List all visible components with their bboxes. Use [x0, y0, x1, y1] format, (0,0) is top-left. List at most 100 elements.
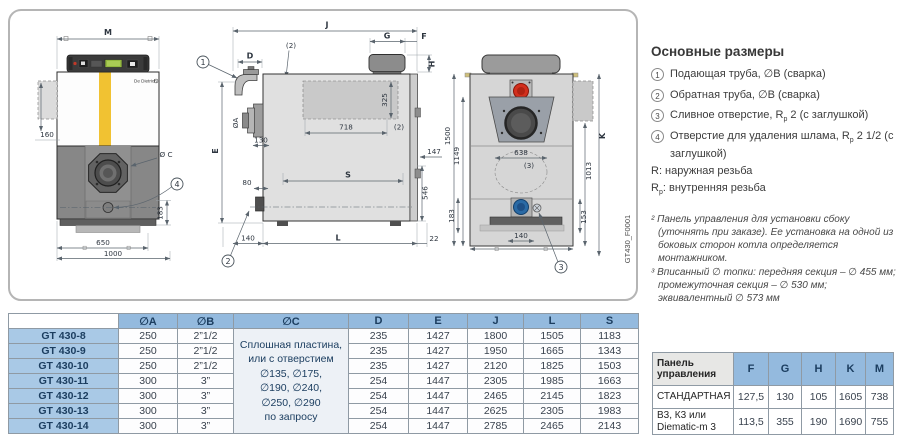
header-J: J — [467, 313, 524, 329]
header-K: K — [835, 352, 866, 386]
dim-140-rear: 140 — [514, 231, 528, 240]
header-M: M — [865, 352, 894, 386]
panel-type-cell: СТАНДАРТНАЯ — [652, 385, 734, 409]
dim-oA: ØA — [231, 118, 240, 129]
dim-160: 160 — [40, 130, 54, 139]
legend-item-3: 3 Сливное отверстие, Rp 2 (с заглушкой) — [651, 109, 897, 127]
header-D: D — [348, 313, 409, 329]
side-view: J G F H 1 D (2) — [196, 21, 442, 268]
dim-K: K — [598, 132, 607, 139]
callout-3 — [554, 260, 568, 274]
callout-3-label: 3 — [558, 263, 563, 272]
circled-number-3-icon: 3 — [651, 109, 664, 123]
rear-plate — [409, 73, 418, 222]
burner-plate — [88, 153, 128, 193]
supply-pipe-elbow — [234, 66, 259, 96]
figure-code: GT430_F0001 — [623, 215, 632, 263]
top-cleaning-hatch — [302, 80, 399, 120]
callout-2-label: 2 — [225, 257, 230, 266]
dim-80: 80 — [242, 178, 252, 187]
panel-type-cell: В3, К3 или Diematic-m 3 — [652, 408, 734, 435]
panel-table-header-row: Панель управления F G H K M — [652, 352, 894, 386]
control-panel — [66, 54, 150, 73]
dim-D: D — [247, 52, 254, 61]
dim-183-front: 183 — [156, 206, 165, 220]
header-dB: ∅B — [177, 313, 234, 329]
brand-logo-icon — [153, 78, 159, 84]
header-blank — [8, 313, 119, 329]
flue-cap — [481, 54, 561, 74]
dim-130: 130 — [254, 136, 268, 145]
dim-638: 638 — [514, 148, 528, 157]
header-E: E — [408, 313, 468, 329]
model-cell: GT 430-12 — [8, 388, 119, 404]
dim-546: 546 — [421, 186, 430, 200]
table-header-row: ∅A ∅B ∅C D E J L S — [8, 313, 639, 329]
dim-22: 22 — [429, 234, 438, 243]
callout-1-label: 1 — [200, 58, 205, 67]
circled-number-2-icon: 2 — [651, 88, 664, 102]
callout-4 — [170, 177, 184, 191]
header-dC: ∅C — [233, 313, 349, 329]
technical-drawing: M De Dietrich 160 — [35, 21, 632, 274]
legend-item-1: 1 Подающая труба, ∅B (сварка) — [651, 68, 897, 86]
dim-F: F — [421, 32, 426, 41]
dim-S: S — [345, 171, 351, 180]
callout-1 — [196, 55, 210, 69]
header-S: S — [580, 313, 639, 329]
dim-325: 325 — [380, 93, 389, 107]
model-cell: GT 430-10 — [8, 358, 119, 374]
dim-153: 153 — [579, 210, 588, 224]
model-cell: GT 430-11 — [8, 373, 119, 389]
footnotes: ² Панель управления для установки сбоку … — [651, 213, 897, 305]
dim-L: L — [335, 234, 340, 243]
control-panel-table: Панель управления F G H K M СТАНДАРТНАЯ … — [652, 352, 894, 435]
legend-title: Основные размеры — [651, 44, 785, 59]
dim-1149: 1149 — [452, 146, 461, 165]
legend-item-4: 4 Отверстие для удаления шлама, Rp 2 1/2… — [651, 130, 897, 161]
dim-650: 650 — [96, 238, 110, 247]
dimensions-table: ∅A ∅B ∅C D E J L S GT 430-8 250 2”1/2 Сп… — [8, 313, 639, 434]
dim-oC: Ø C — [160, 150, 173, 159]
panel-table-row: СТАНДАРТНАЯ 127,5 130 105 1605 738 — [652, 385, 894, 409]
header-L: L — [523, 313, 581, 329]
dim-J: J — [325, 21, 329, 30]
dim-140-side: 140 — [241, 234, 255, 243]
note-2-top: (2) — [286, 41, 296, 50]
return-pipe-flange — [510, 197, 533, 218]
table-row: GT 430-8 250 2”1/2 Сплошная пластина,или… — [8, 328, 639, 434]
yellow-stripe — [99, 72, 111, 146]
dim-183-rear: 183 — [447, 209, 456, 223]
boiler-base — [59, 218, 157, 226]
dim-1013: 1013 — [584, 162, 593, 180]
header-G: G — [768, 352, 802, 386]
thread-note-rp: Rp: внутренняя резьба — [651, 182, 766, 197]
panel-table-title: Панель управления — [652, 352, 734, 386]
footnote-3: ³ Вписанный ∅ топки: передняя секция – ∅… — [651, 267, 896, 305]
dC-note-cell: Сплошная пластина,или с отверстием ∅135,… — [233, 328, 349, 434]
brand-logo: De Dietrich — [134, 79, 157, 84]
legend: Основные размеры 1 Подающая труба, ∅B (с… — [651, 44, 897, 306]
side-panel-option-rear — [572, 80, 594, 122]
dim-1000: 1000 — [104, 249, 123, 258]
foot-rear — [390, 221, 401, 226]
dim-147: 147 — [427, 147, 441, 156]
circled-number-1-icon: 1 — [651, 68, 664, 81]
dim-1500: 1500 — [443, 126, 452, 145]
furnace-circle — [494, 150, 548, 194]
rear-view: 638 (3) 1500 1149 1013 K 183 1 — [443, 54, 607, 274]
model-cell: GT 430-13 — [8, 403, 119, 419]
model-cell: GT 430-14 — [8, 418, 119, 434]
drain-valve — [532, 203, 542, 213]
model-cell: GT 430-8 — [8, 328, 119, 344]
model-cell: GT 430-9 — [8, 343, 119, 359]
dim-718: 718 — [339, 123, 353, 132]
burner-tube — [242, 103, 264, 138]
